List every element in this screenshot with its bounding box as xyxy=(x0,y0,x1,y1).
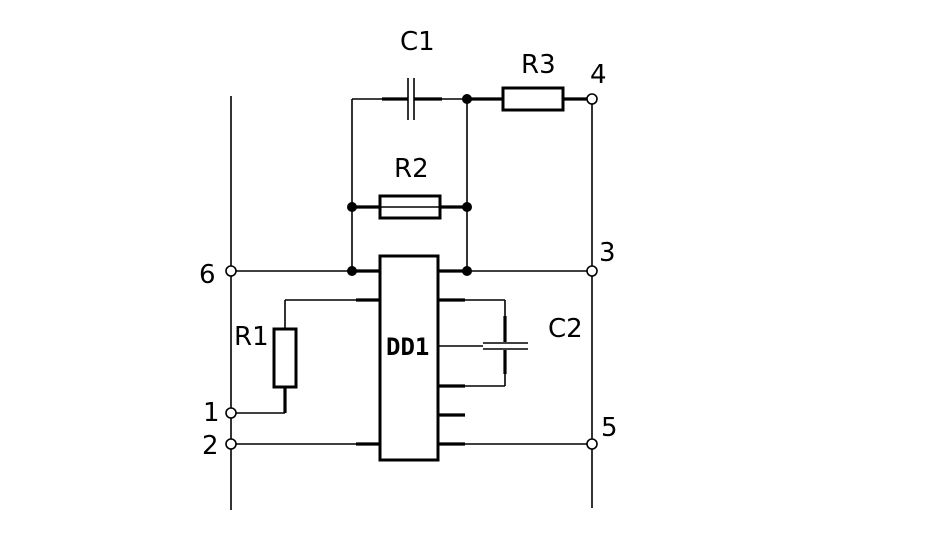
junction-dot xyxy=(462,94,472,104)
resistor-r3 xyxy=(501,86,565,112)
terminal-1 xyxy=(225,407,237,419)
ic-dd1-label: DD1 xyxy=(386,333,429,361)
terminal-4 xyxy=(586,93,598,105)
r2-label: R2 xyxy=(394,154,429,184)
r1-label: R1 xyxy=(234,322,269,352)
ic-dd1-body xyxy=(378,254,440,462)
terminal-3 xyxy=(586,265,598,277)
junction-dot xyxy=(462,266,472,276)
c2-label: C2 xyxy=(548,314,583,344)
terminal-2 xyxy=(225,438,237,450)
terminal-4-label: 4 xyxy=(590,60,607,90)
terminal-5-label: 5 xyxy=(601,413,618,443)
terminal-1-label: 1 xyxy=(203,398,220,428)
junction-dot xyxy=(347,202,357,212)
terminal-5 xyxy=(586,438,598,450)
terminal-6 xyxy=(225,265,237,277)
terminal-2-label: 2 xyxy=(202,431,219,461)
terminal-3-label: 3 xyxy=(599,238,616,268)
junction-dot xyxy=(347,266,357,276)
terminal-6-label: 6 xyxy=(199,260,216,290)
r3-label: R3 xyxy=(521,50,556,80)
resistor-r1 xyxy=(272,327,298,389)
junction-dot xyxy=(462,202,472,212)
c1-label: C1 xyxy=(400,27,435,57)
